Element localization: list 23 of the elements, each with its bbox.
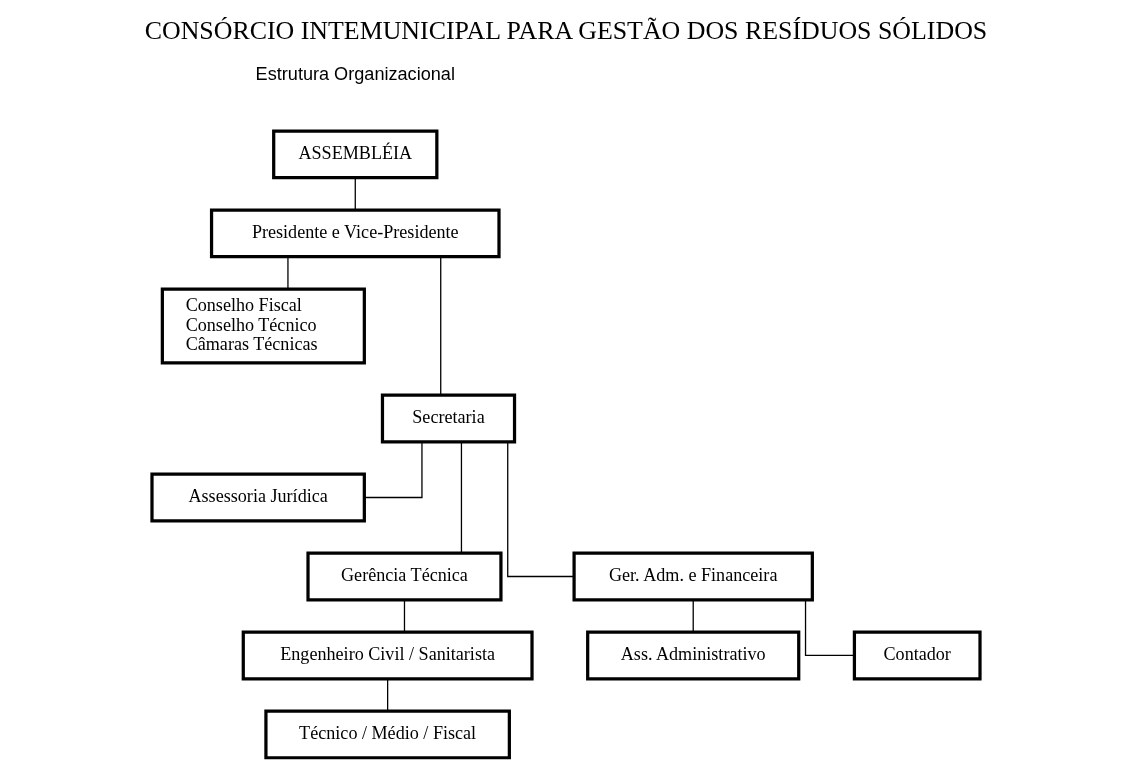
node-box: Técnico / Médio / Fiscal bbox=[263, 709, 511, 760]
node-box: Assessoria Jurídica bbox=[149, 472, 366, 523]
diagram-title: CONSÓRCIO INTEMUNICIPAL PARA GESTÃO DOS RESÍDUOS SÓLIDOS bbox=[144, 16, 987, 46]
node-box: ASSEMBLÉIA bbox=[271, 129, 438, 180]
connector bbox=[286, 256, 289, 290]
label: Estrutura Organizacional bbox=[255, 64, 455, 85]
node-box: Secretaria bbox=[380, 393, 516, 444]
connector bbox=[460, 441, 462, 554]
node-box: Ger. Adm. e Financeira bbox=[571, 551, 814, 602]
connector bbox=[403, 599, 405, 633]
node-box: Ass. Administrativo bbox=[585, 630, 800, 681]
node-box: Contador bbox=[852, 630, 982, 681]
connector bbox=[804, 599, 855, 657]
node-box: Engenheiro Civil / Sanitarista bbox=[241, 630, 534, 681]
connector bbox=[506, 441, 574, 578]
connector bbox=[363, 441, 423, 499]
node-box: Gerência Técnica bbox=[305, 551, 503, 602]
connector bbox=[386, 678, 388, 712]
connector bbox=[692, 599, 694, 633]
connector bbox=[439, 256, 441, 396]
connector bbox=[354, 177, 356, 211]
node-box: Conselho Fiscal Conselho Técnico Câmaras Técnicas bbox=[160, 287, 366, 365]
node-box: Presidente e Vice-Presidente bbox=[209, 208, 501, 259]
